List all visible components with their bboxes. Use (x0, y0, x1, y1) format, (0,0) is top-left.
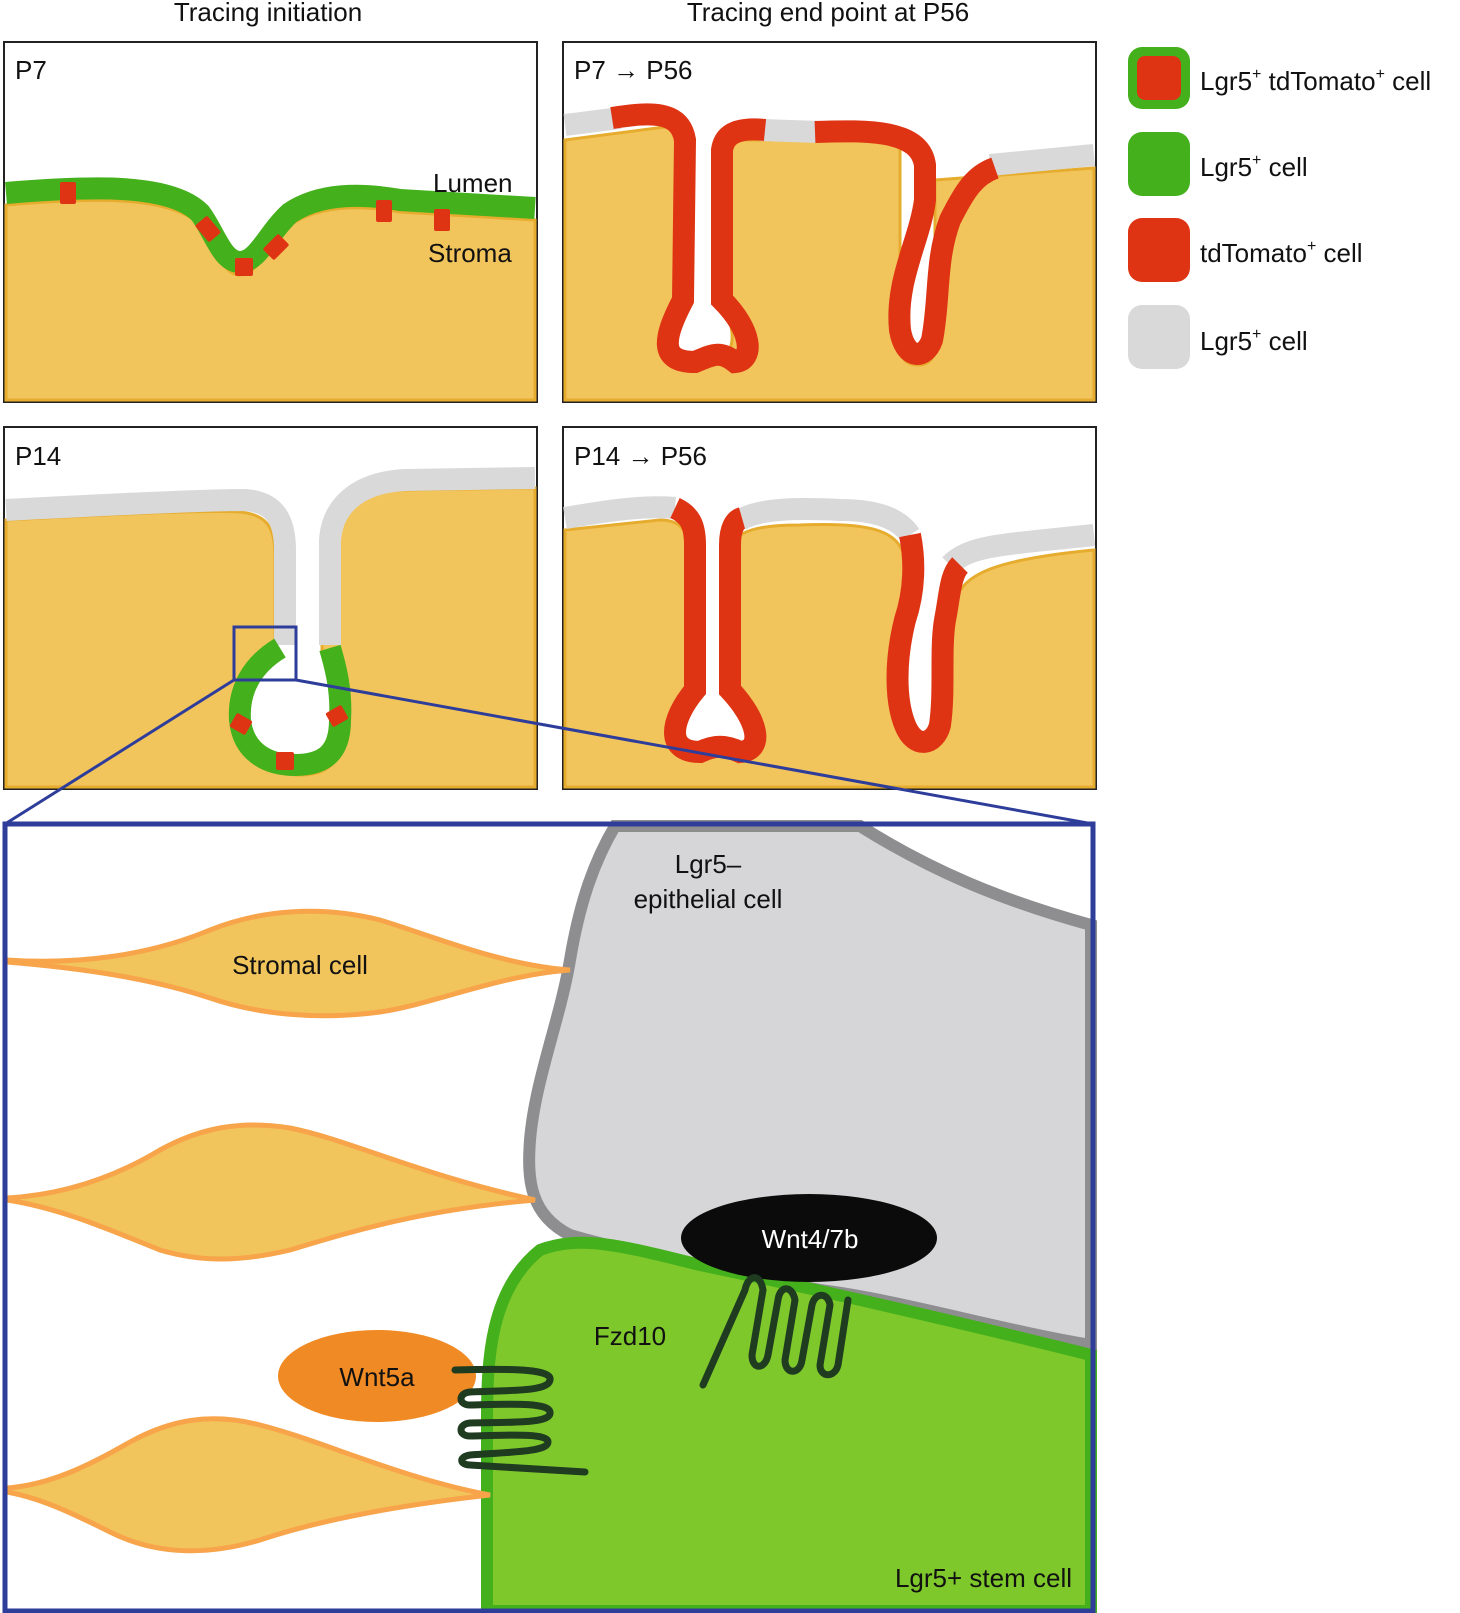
svg-text:Lgr5+ cell: Lgr5+ cell (1200, 326, 1308, 356)
p14-crypt-base-lgr5 (228, 638, 352, 777)
legend-1-main: Lgr5 (1200, 66, 1252, 96)
panel-p7: P7 Lumen Stroma (3, 41, 538, 403)
legend-2-tail: cell (1261, 152, 1307, 182)
svg-text:Lgr5+ tdTomato+ cell: Lgr5+ tdTomato+ cell (1200, 66, 1431, 96)
p7-p56-label: P7 → P56 (574, 55, 693, 85)
panel-p14-p56: P14 → P56 (562, 426, 1097, 790)
zoom-frame (2, 821, 1096, 1613)
legend-swatch-red (1128, 218, 1190, 282)
stromal-cell-3 (4, 1416, 491, 1554)
epithelial-cell-label-line2: epithelial cell (634, 884, 783, 914)
p7-p56-crypt-left (610, 103, 767, 374)
panel-p14: P14 (3, 426, 538, 790)
legend-3-tail: cell (1316, 238, 1362, 268)
p14-label: P14 (15, 441, 61, 471)
p14-tdtomato-cells (229, 705, 349, 770)
p7-p56-crypt-right (814, 120, 1000, 365)
fzd10-label: Fzd10 (594, 1321, 666, 1351)
p14-zoom-box (232, 625, 298, 682)
legend-swatch-gray (1128, 305, 1190, 369)
p14-p56-gray-surface (563, 496, 1096, 574)
stroma-label: Stroma (428, 238, 512, 268)
stem-cell-label: Lgr5+ stem cell (895, 1563, 1072, 1593)
wnt4-7b-ligand (681, 1194, 937, 1282)
svg-text:Lgr5+ cell: Lgr5+ cell (1200, 152, 1308, 182)
zoom-panel: Lgr5– epithelial cell Stromal cell Wnt4/… (2, 820, 1097, 1613)
p14-crypt-lumen (257, 665, 326, 750)
p14-p56-crypt-left (664, 498, 767, 764)
stromal-cell-2 (4, 1122, 536, 1262)
fzd10-receptor-upper (699, 1274, 852, 1389)
legend-swatch-green (1128, 132, 1190, 196)
stromal-cell-label: Stromal cell (232, 950, 368, 980)
header-tracing-initiation: Tracing initiation (174, 0, 362, 27)
legend-2-main: Lgr5 (1200, 152, 1252, 182)
wnt4-7b-label: Wnt4/7b (762, 1224, 859, 1254)
legend-2-sup1: + (1252, 152, 1261, 169)
legend-1-sup1: + (1252, 66, 1261, 83)
stromal-cells (4, 908, 571, 1554)
wnt5a-label: Wnt5a (339, 1362, 415, 1392)
legend-item-tdtomato: tdTomato+ cell (1128, 218, 1363, 282)
zoom-projection-lines (4, 678, 1094, 826)
epithelial-cell-label-line1: Lgr5– (675, 849, 742, 879)
lumen-label: Lumen (433, 168, 513, 198)
p7-tdtomato-cells (60, 182, 450, 276)
legend-item-lgr5-gray: Lgr5+ cell (1128, 305, 1308, 369)
legend-3-main: tdTomato (1200, 238, 1307, 268)
legend-3-sup1: + (1307, 238, 1316, 255)
p14-epithelium-gray (5, 467, 536, 645)
legend-1-mid: tdTomato (1261, 66, 1375, 96)
legend-4-main: Lgr5 (1200, 326, 1252, 356)
stromal-cell-1 (4, 908, 571, 1019)
fzd10-receptor-lower (451, 1365, 589, 1476)
stem-cell (481, 1236, 1097, 1613)
legend-item-lgr5-green: Lgr5+ cell (1128, 132, 1308, 196)
p7-label: P7 (15, 55, 47, 85)
svg-text:tdTomato+ cell: tdTomato+ cell (1200, 238, 1363, 268)
legend-4-sup1: + (1252, 326, 1261, 343)
panel-p7-p56: P7 → P56 (562, 41, 1097, 403)
legend-item-lgr5-tdtomato: Lgr5+ tdTomato+ cell (1128, 47, 1431, 109)
legend-4-tail: cell (1261, 326, 1307, 356)
legend: Lgr5+ tdTomato+ cell Lgr5+ cell tdTomato… (1128, 47, 1431, 369)
p14-p56-label: P14 → P56 (574, 441, 707, 471)
p14-p56-crypt-right (886, 532, 969, 753)
legend-1-tail: cell (1385, 66, 1431, 96)
header-tracing-end-point: Tracing end point at P56 (687, 0, 969, 27)
p7-p56-gray-surface (563, 107, 1096, 176)
legend-1-sup2: + (1376, 66, 1385, 83)
wnt5a-ligand (278, 1330, 476, 1422)
